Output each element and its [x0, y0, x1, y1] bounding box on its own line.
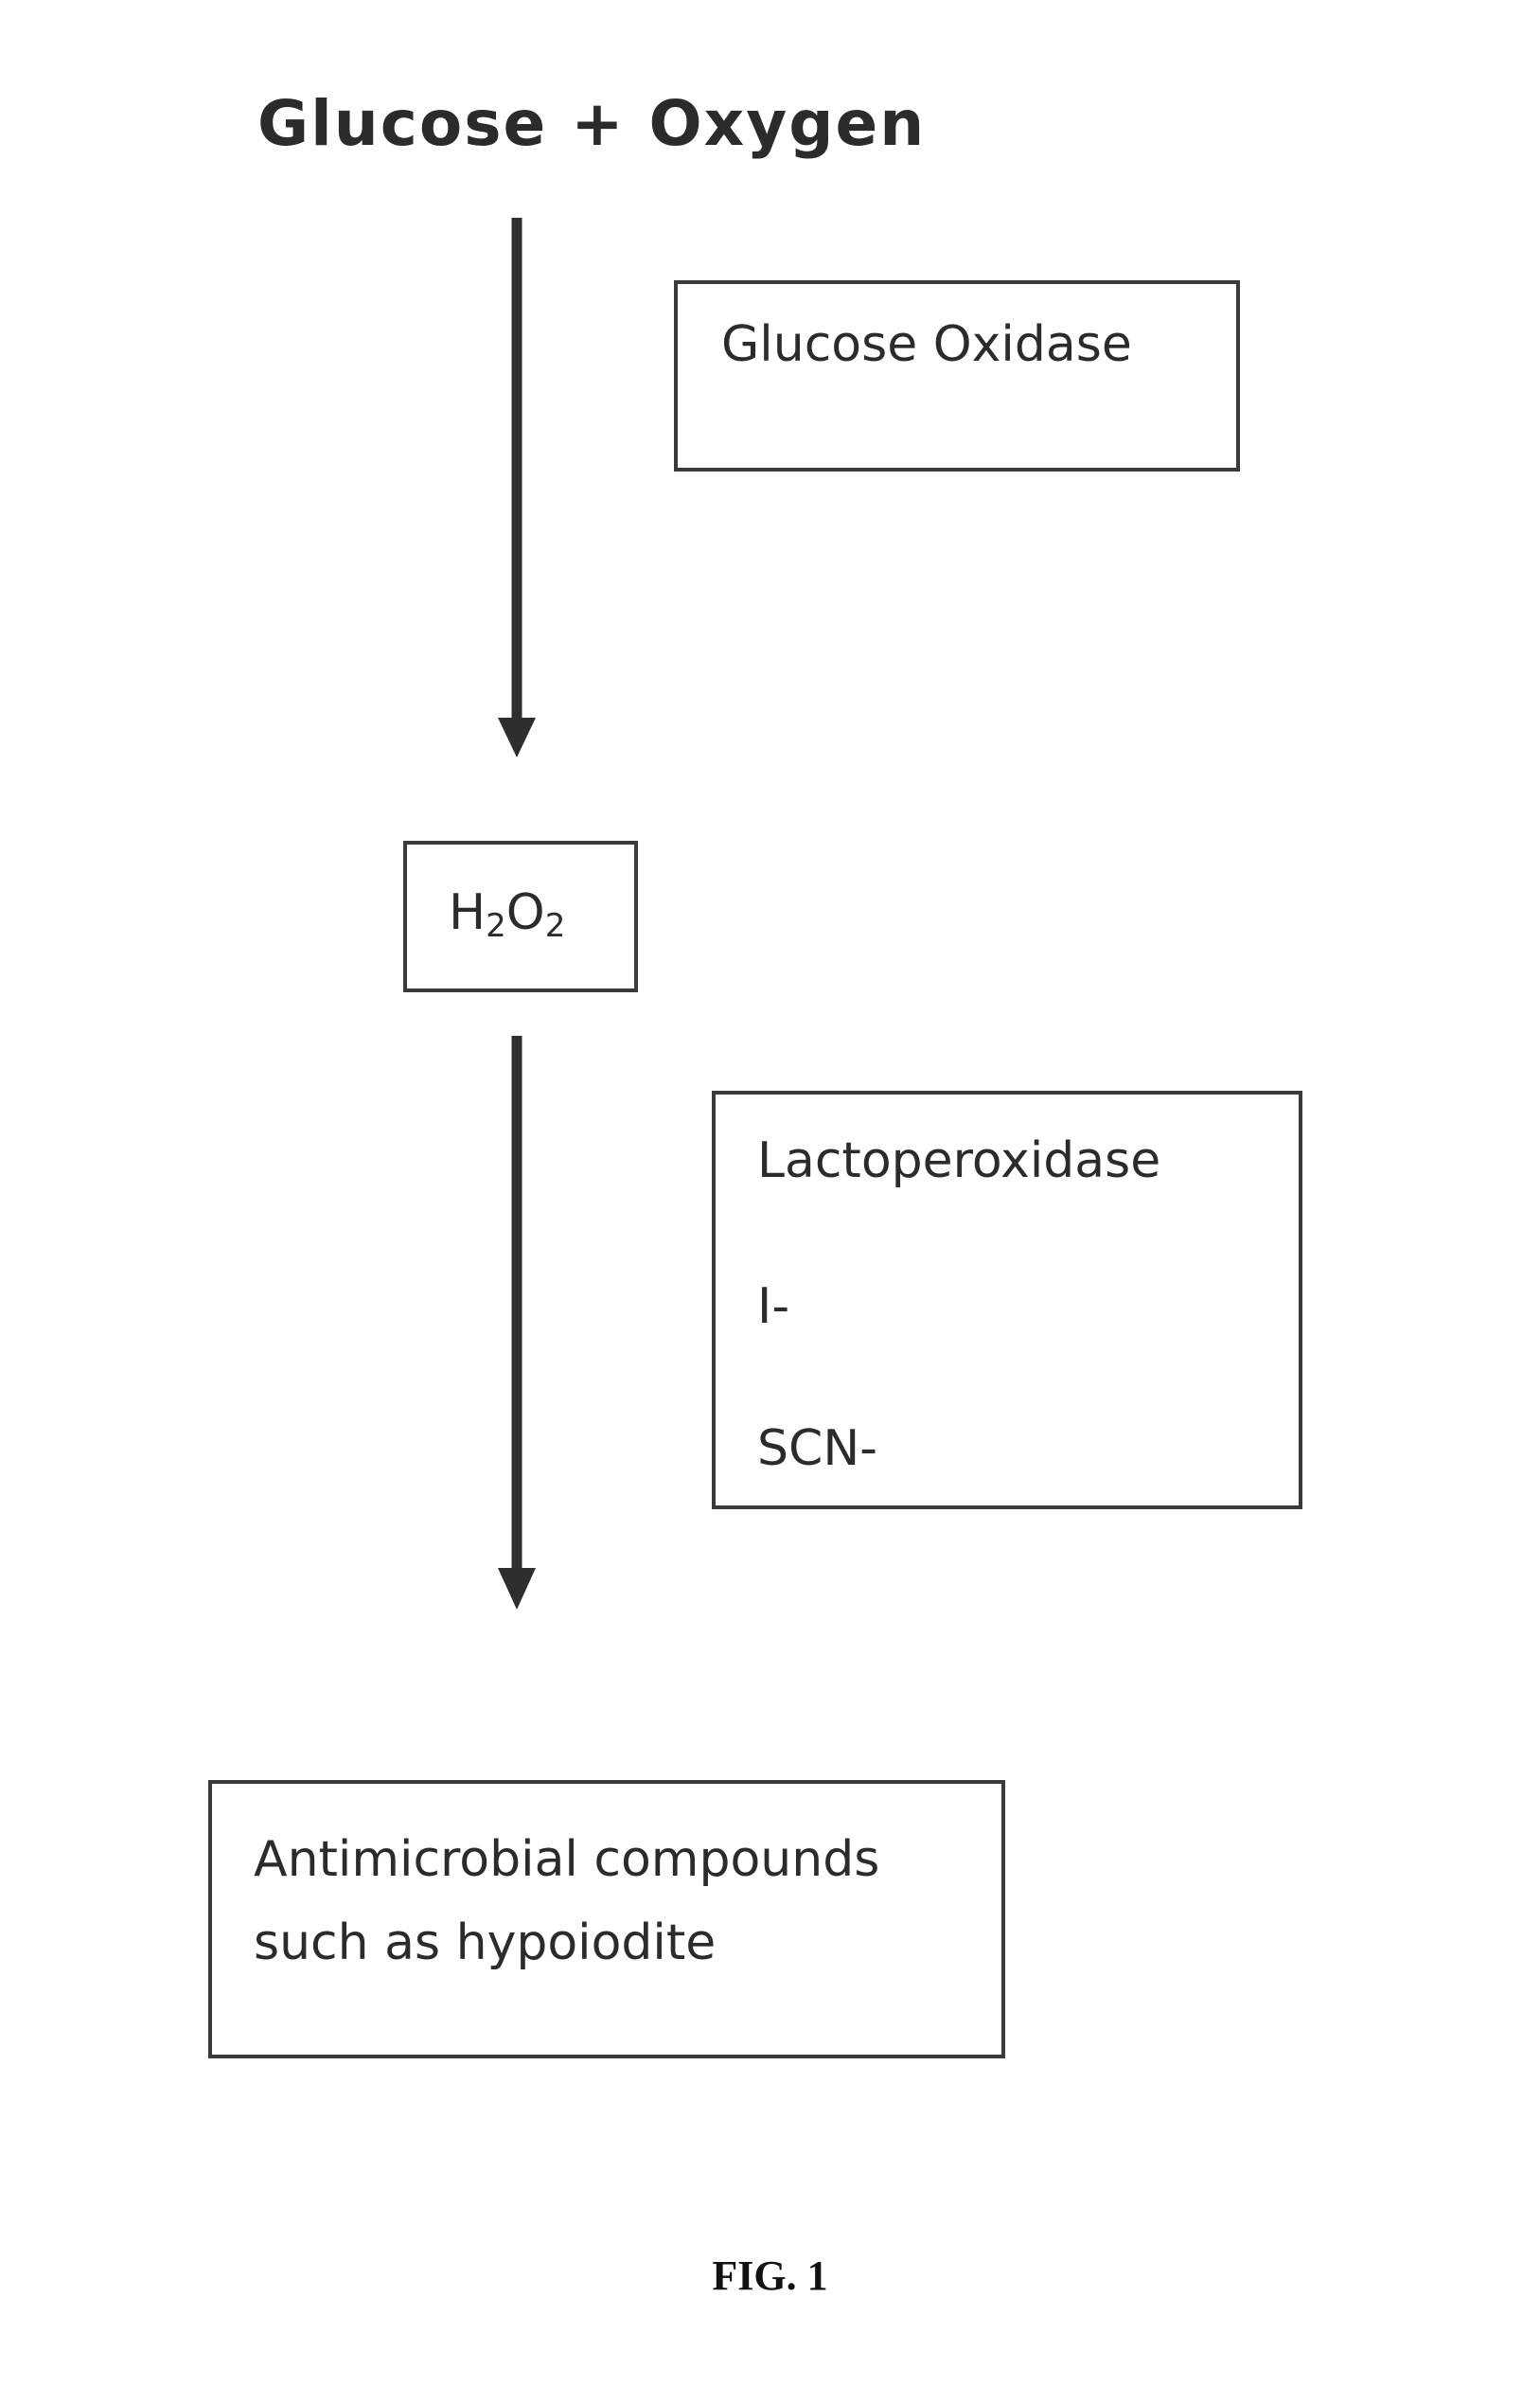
arrow-glucose-to-h2o2: [498, 218, 536, 757]
h2o2-label: H2O2: [449, 886, 565, 944]
h2o2-o-subscript: 2: [545, 907, 566, 945]
glucose-oxidase-label: Glucose Oxidase: [721, 318, 1132, 372]
iodide-label: I-: [757, 1280, 789, 1334]
lactoperoxidase-box: Lactoperoxidase I- SCN-: [712, 1091, 1302, 1509]
h2o2-h-subscript: 2: [486, 907, 506, 945]
glucose-oxidase-box: Glucose Oxidase: [674, 280, 1240, 472]
h2o2-o: O: [506, 884, 545, 941]
antimicrobial-box: Antimicrobial compounds such as hypoiodi…: [208, 1780, 1005, 2058]
thiocyanate-label: SCN-: [757, 1422, 877, 1476]
h2o2-h: H: [449, 884, 486, 941]
h2o2-box: H2O2: [403, 841, 638, 992]
antimicrobial-line1: Antimicrobial compounds: [254, 1818, 879, 1901]
antimicrobial-line2: such as hypoiodite: [254, 1901, 879, 1985]
lactoperoxidase-label: Lactoperoxidase: [757, 1134, 1160, 1188]
antimicrobial-text: Antimicrobial compounds such as hypoiodi…: [254, 1818, 879, 1985]
figure-label: FIG. 1: [0, 2252, 1540, 2300]
arrow-h2o2-to-product: [498, 1036, 536, 1610]
